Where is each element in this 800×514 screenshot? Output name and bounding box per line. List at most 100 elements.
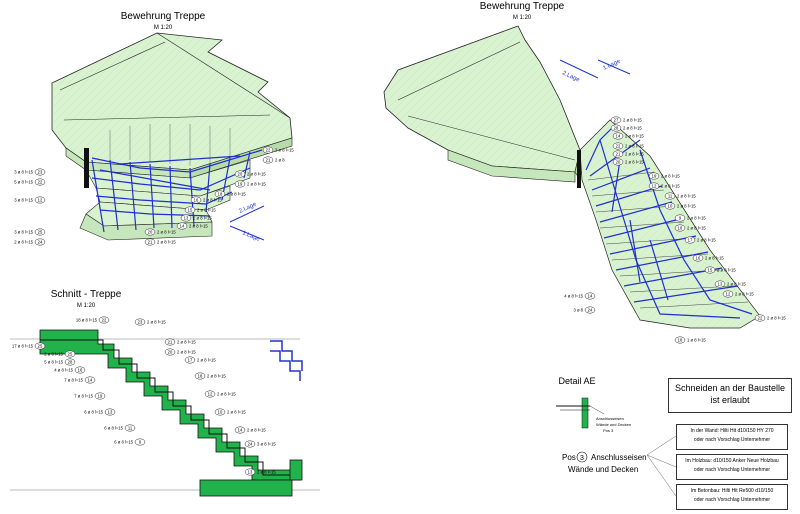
- left-lage2-label: 2.Lage: [238, 201, 258, 214]
- bar-position-bubble: [648, 182, 660, 190]
- left-bar-callout: 242 ø 8 l=15: [14, 238, 46, 246]
- bar-position-number: 22: [266, 148, 271, 153]
- section-bar-callout: 197 ø 8 l=15: [74, 392, 106, 400]
- bar-position-number: 20: [238, 172, 243, 177]
- bar-spec-text: 2 ø 8 l=15: [677, 204, 696, 209]
- bar-spec-text: 2 ø 8 l=15: [717, 268, 736, 273]
- bar-position-number: 16: [78, 368, 83, 373]
- bar-spec-text: 2 ø 8: [275, 158, 285, 163]
- bar-spec-text: 2 ø 8 l=15: [207, 374, 226, 379]
- bar-spec-text: 4 ø 8 l=15: [564, 294, 583, 299]
- bar-position-bubble: [184, 356, 196, 364]
- left-layer-arrows: 2.Lage 1.Lage: [229, 201, 265, 243]
- section-bar-callout: 136 ø 8 l=15: [84, 408, 116, 416]
- bar-position-number: 12: [726, 292, 731, 297]
- bar-position-number: 13: [184, 216, 189, 221]
- right-bar-callout: 15 2 ø 8 l=15: [704, 266, 736, 274]
- bar-position-number: 12: [38, 198, 43, 203]
- bar-spec-text: 3 ø 8 l=15: [257, 442, 276, 447]
- right-lage1-label: 1.Lage: [602, 58, 622, 71]
- bar-position-bubble: [674, 336, 686, 344]
- right-isometric-view: Bewehrung Treppe M 1:20: [383, 1, 786, 344]
- bar-position-number: 21: [266, 158, 271, 163]
- bar-spec-text: 5 ø 8 l=15: [14, 180, 33, 185]
- bar-position-bubble: [184, 206, 196, 214]
- bar-position-bubble: [584, 292, 596, 300]
- bar-position-number: 28: [68, 360, 73, 365]
- bar-spec-text: 18 ø 8 l=15: [76, 318, 98, 323]
- bar-spec-text: 2 ø 8 l=15: [203, 198, 222, 203]
- bar-spec-text: 2 ø 8 l=15: [687, 216, 706, 221]
- bar-spec-text: 17 ø 8 l=15: [12, 344, 34, 349]
- bar-position-bubble: [64, 358, 76, 366]
- bar-position-bubble: [104, 408, 116, 416]
- bar-position-bubble: [34, 196, 46, 204]
- bar-spec-text: 2 ø 8 l=15: [735, 292, 754, 297]
- bar-position-number: 16: [696, 256, 701, 261]
- bar-position-bubble: [134, 318, 146, 326]
- bar-position-number: 13: [718, 282, 723, 287]
- section-bar-callout: 164 ø 8 l=15: [54, 366, 86, 374]
- bar-position-number: 9: [139, 440, 142, 445]
- left-rebar: [91, 149, 263, 233]
- bar-position-number: 14: [238, 428, 243, 433]
- note-wall: In der Wand: Hilti Hit d10/150 HY 270 od…: [676, 424, 788, 450]
- bar-position-number: 22: [616, 144, 621, 149]
- bar-position-bubble: [610, 124, 622, 132]
- bar-spec-text: 2 ø 8 l=15: [177, 340, 196, 345]
- bar-position-bubble: [214, 408, 226, 416]
- bar-position-bubble: [704, 266, 716, 274]
- bar-position-number: 27: [614, 118, 619, 123]
- bar-spec-text: 2 ø 8 l=15: [247, 182, 266, 187]
- bar-position-number: 20: [168, 350, 173, 355]
- section-bar-callout: 116 ø 8 l=15: [104, 424, 136, 432]
- section-scale: M 1:20: [77, 303, 96, 309]
- section-bar-callout: 285 ø 8 l=15: [44, 358, 76, 366]
- note-wall-line-1: In der Wand: Hilti Hit d10/150 HY 270: [690, 428, 774, 434]
- note-concrete-line-2: oder nach Vorschlag Unternehmer: [693, 497, 771, 503]
- bar-position-number: 24: [248, 442, 253, 447]
- bar-position-number: 21: [148, 240, 153, 245]
- bar-position-bubble: [722, 290, 734, 298]
- right-title: Bewehrung Treppe: [480, 1, 565, 12]
- bar-position-number: 14: [588, 294, 593, 299]
- bar-position-bubble: [164, 348, 176, 356]
- bar-position-number: 15: [708, 268, 713, 273]
- bar-spec-text: 2 ø 8 l=15: [257, 470, 276, 475]
- bar-spec-text: 1 ø 8 l=15: [687, 338, 706, 343]
- bar-spec-text: 2 ø 8 l=15: [193, 216, 212, 221]
- bar-position-bubble: [234, 180, 246, 188]
- bar-position-bubble: [214, 190, 226, 198]
- bar-position-bubble: [234, 426, 246, 434]
- bar-position-number: 13: [108, 410, 113, 415]
- bar-spec-text: 2 ø 8 l=15: [625, 134, 644, 139]
- bar-spec-text: 2 ø 8 l=15: [227, 410, 246, 415]
- left-bar-callout: 21 2 ø 8: [262, 156, 285, 164]
- bar-spec-text: 2 ø 8 l=15: [687, 226, 706, 231]
- bar-position-bubble: [74, 366, 86, 374]
- right-layer-arrows: 2.Lage 1.Lage: [559, 58, 631, 84]
- bar-position-number: 20: [148, 230, 153, 235]
- detail-ae: Detail AE Anschlusseisen Wände und Decke…: [556, 376, 677, 497]
- bar-position-number: 15: [188, 208, 193, 213]
- detail-small-text-3: Pos 3: [603, 428, 614, 433]
- bar-position-bubble: [34, 178, 46, 186]
- notice-line-1: Schneiden an der Baustelle: [674, 383, 786, 393]
- bar-spec-text: 2 ø 8 l=15: [227, 192, 246, 197]
